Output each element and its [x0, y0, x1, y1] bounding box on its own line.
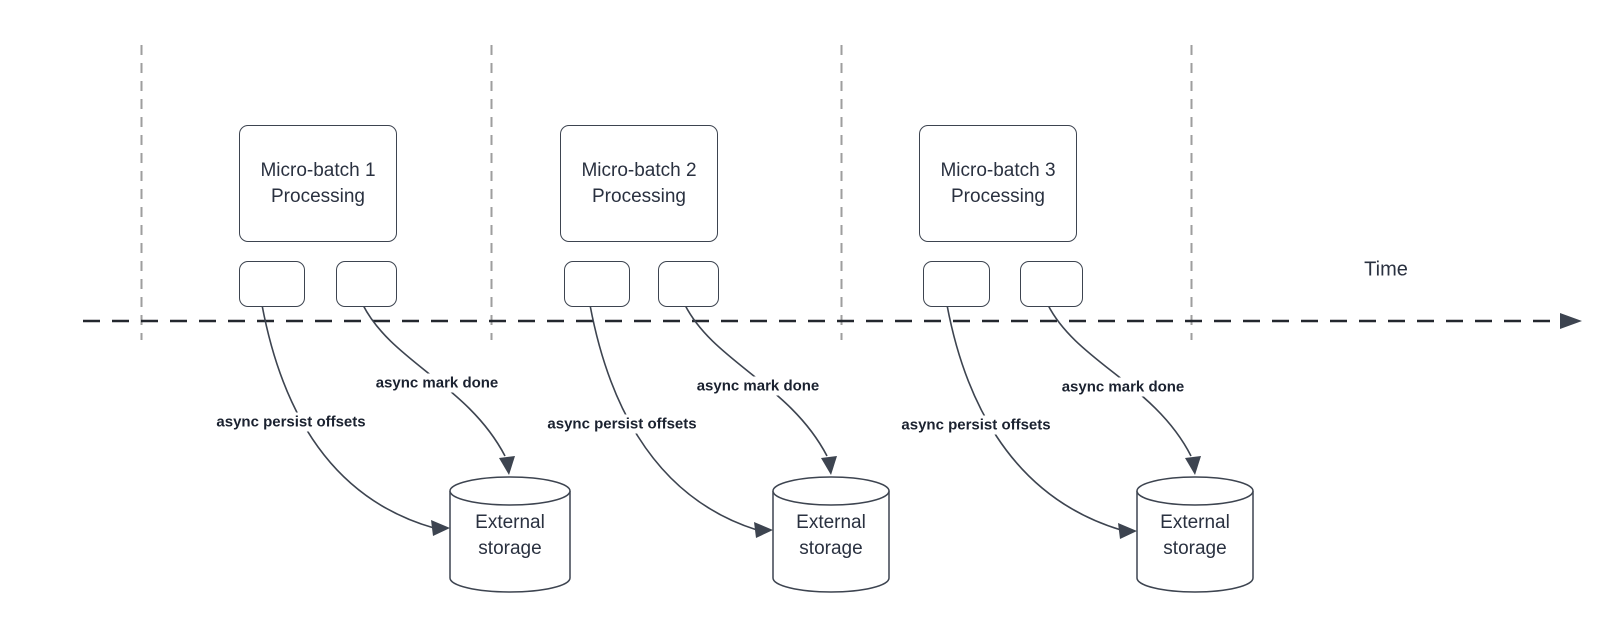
external-storage-cylinder	[1136, 491, 1254, 593]
mark-done-label: async mark done	[1058, 377, 1188, 397]
external-storage-label: External storage	[1160, 510, 1230, 562]
micro-batch-3-box: Micro-batch 3 Processing	[919, 125, 1077, 242]
external-storage-label-line2: storage	[799, 538, 863, 559]
micro-batch-subtitle: Processing	[592, 185, 686, 207]
mark-done-label: async mark done	[693, 376, 823, 396]
mark-done-arrow	[684, 304, 828, 457]
external-storage-cylinder-top	[449, 476, 571, 506]
mark-done-arrowhead-icon	[499, 456, 515, 475]
persist-offsets-arrow	[261, 304, 435, 529]
micro-batch-subtitle: Processing	[271, 185, 365, 207]
persist-offsets-arrowhead-icon	[431, 520, 450, 536]
persist-token-box	[239, 261, 305, 307]
external-storage-label-line1: External	[475, 512, 545, 533]
micro-batch-1-box: Micro-batch 1 Processing	[239, 125, 397, 242]
persist-offsets-label: async persist offsets	[898, 415, 1054, 435]
persist-offsets-arrow	[946, 304, 1122, 531]
done-token-box	[1020, 261, 1083, 307]
external-storage-cylinder	[772, 491, 890, 593]
done-token-box	[336, 261, 397, 307]
external-storage-label-line2: storage	[1163, 538, 1227, 559]
external-storage-label-line2: storage	[478, 538, 542, 559]
external-storage-label-line1: External	[1160, 512, 1230, 533]
micro-batch-title: Micro-batch 1	[260, 159, 376, 181]
external-storage-label: External storage	[475, 510, 545, 562]
persist-offsets-arrowhead-icon	[1118, 523, 1137, 539]
external-storage-cylinder-top	[1136, 476, 1254, 506]
micro-batch-title: Micro-batch 2	[581, 159, 697, 181]
external-storage-cylinder	[449, 491, 571, 593]
timeline-arrowhead-icon	[1560, 313, 1582, 329]
persist-offsets-label: async persist offsets	[544, 414, 700, 434]
mark-done-arrowhead-icon	[821, 456, 837, 475]
persist-token-box	[923, 261, 990, 307]
time-axis-label: Time	[1364, 258, 1408, 281]
micro-batch-subtitle: Processing	[951, 185, 1045, 207]
persist-token-box	[564, 261, 630, 307]
micro-batch-2-box: Micro-batch 2 Processing	[560, 125, 718, 242]
done-token-box	[658, 261, 719, 307]
mark-done-label: async mark done	[372, 373, 502, 393]
mark-done-arrowhead-icon	[1185, 456, 1201, 475]
persist-offsets-arrowhead-icon	[754, 522, 773, 538]
persist-offsets-arrow	[589, 304, 758, 531]
external-storage-cylinder-top	[772, 476, 890, 506]
mark-done-arrow	[1047, 304, 1192, 457]
micro-batch-title: Micro-batch 3	[940, 159, 1056, 181]
persist-offsets-label: async persist offsets	[213, 412, 369, 432]
external-storage-label-line1: External	[796, 512, 866, 533]
external-storage-label: External storage	[796, 510, 866, 562]
